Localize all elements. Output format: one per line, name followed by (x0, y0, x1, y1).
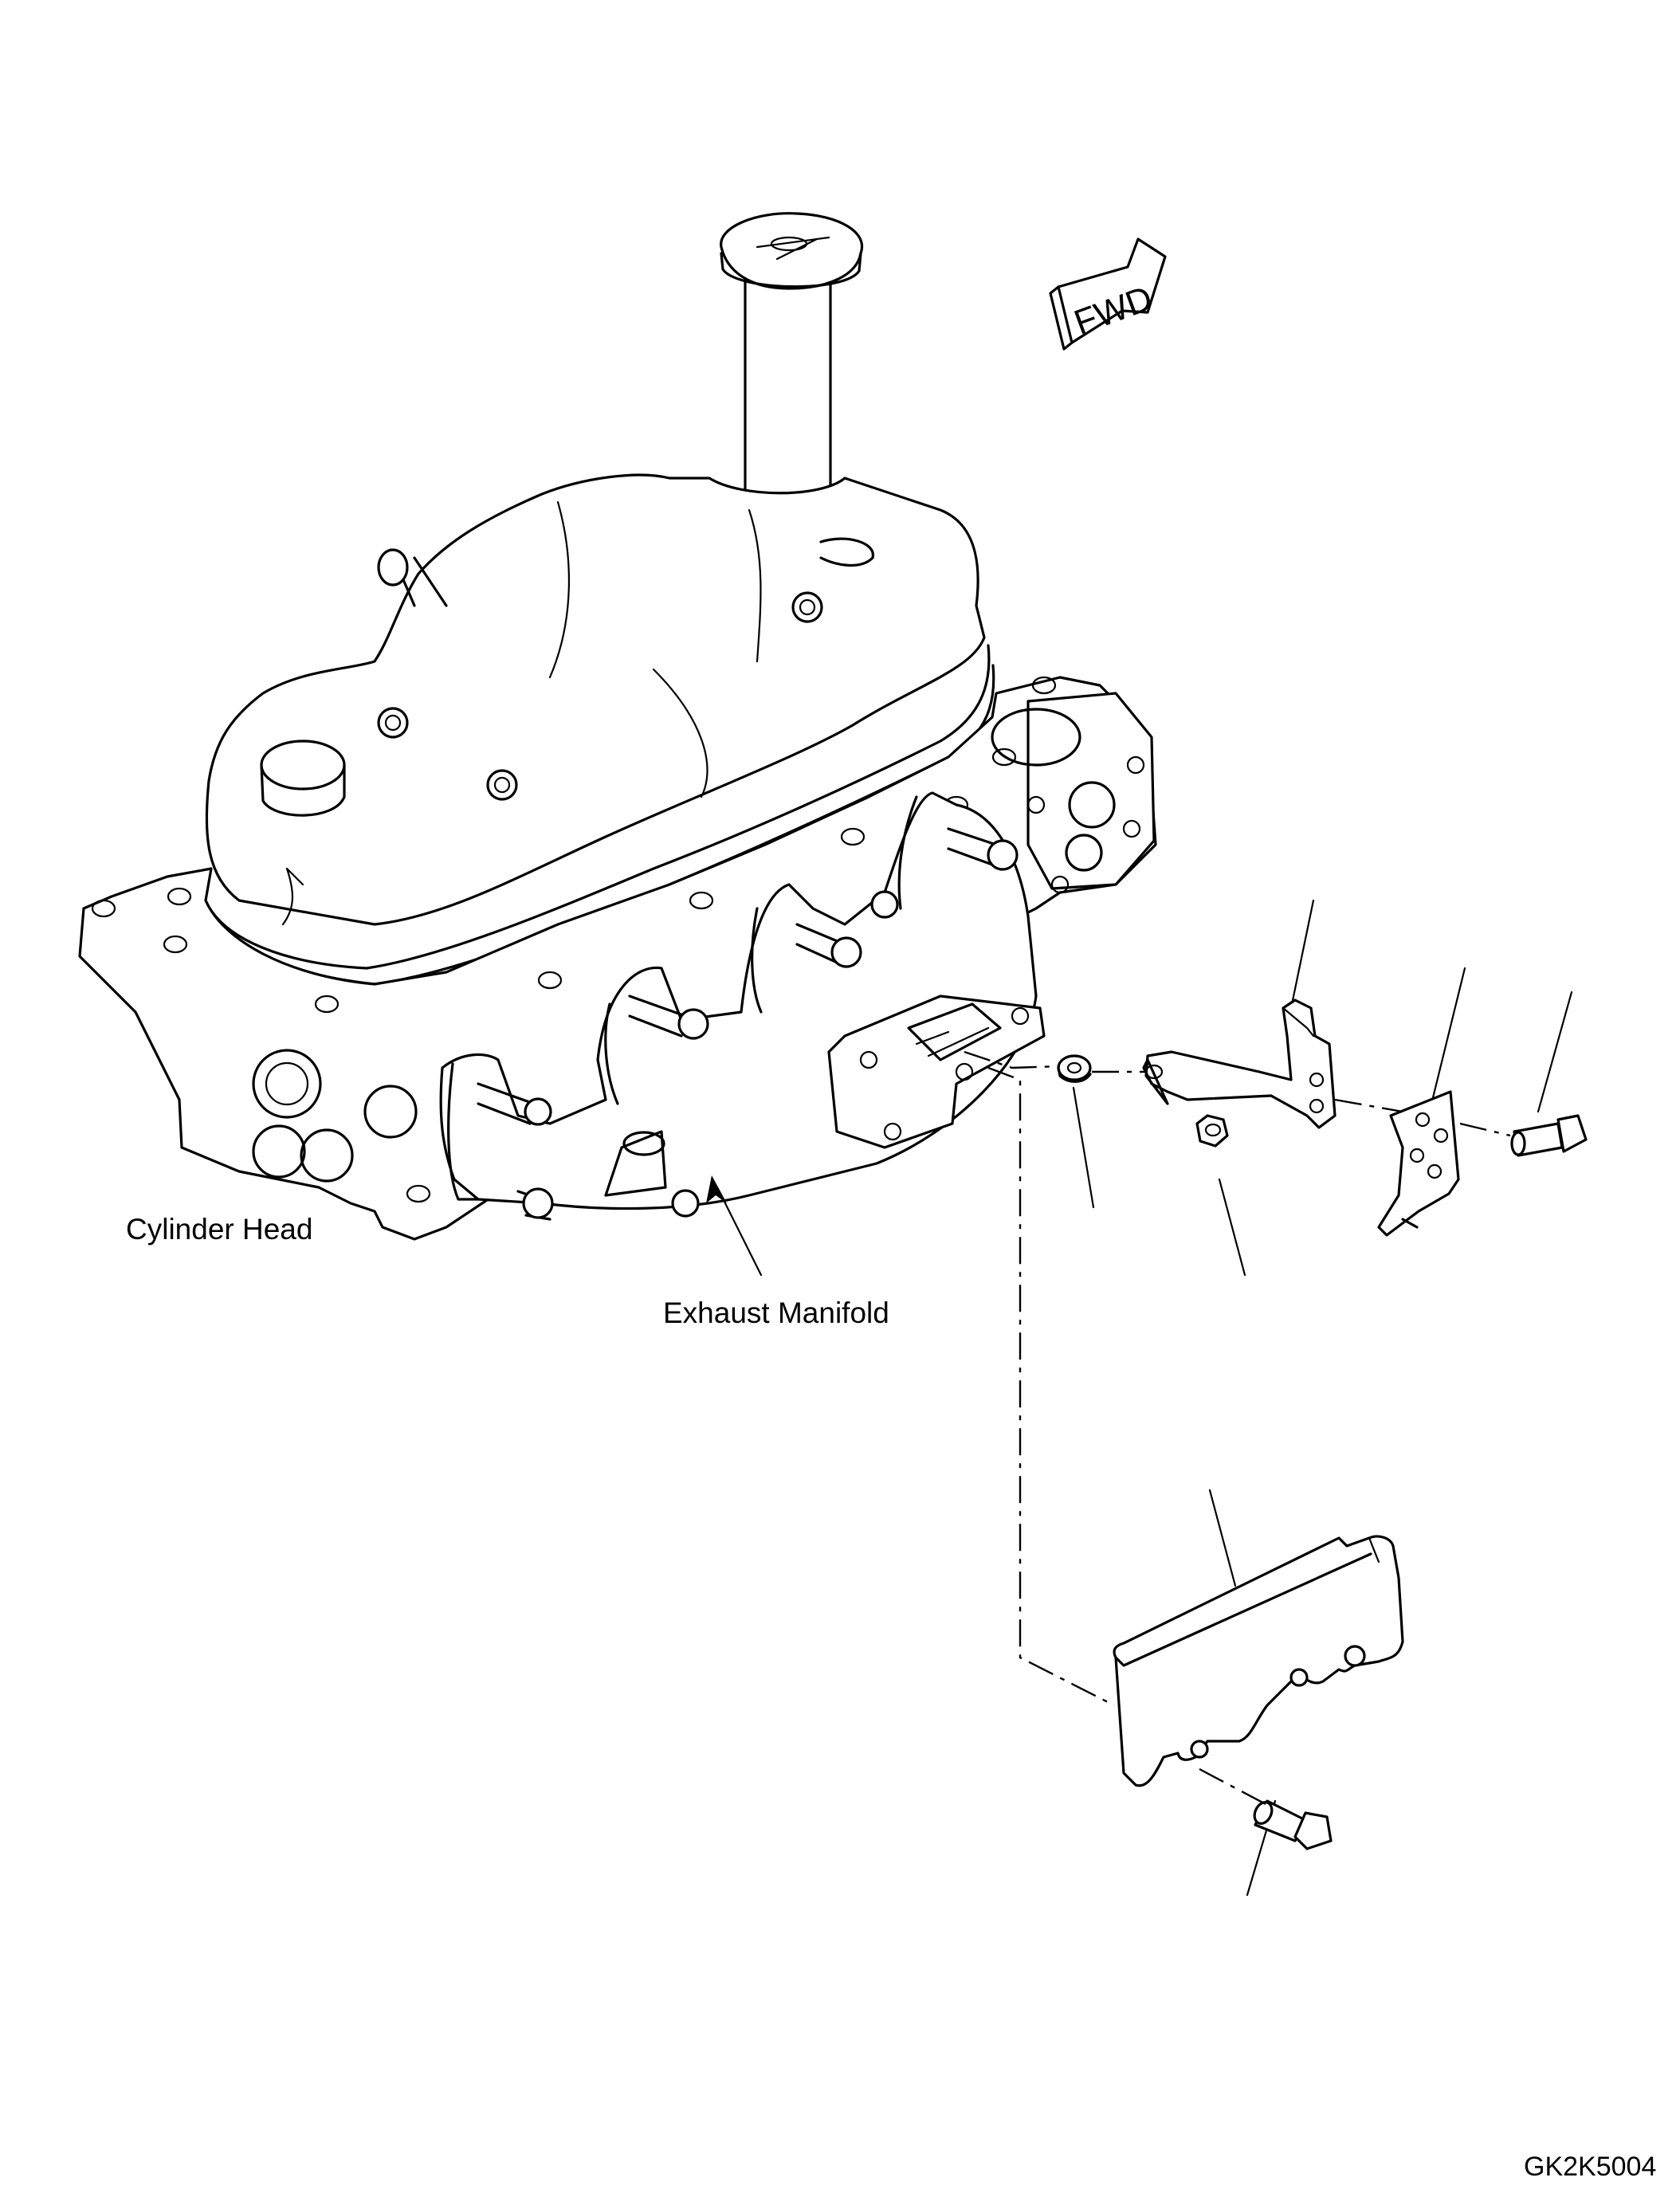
oil-filler-cap (720, 212, 864, 524)
bolt-lower (1253, 1799, 1333, 1850)
assembly-lines (964, 1050, 1511, 1807)
drawing-code: GK2K5004 (1524, 2152, 1657, 2182)
exhaust-manifold (439, 791, 1046, 1221)
fwd-arrow-icon: FWD (1049, 237, 1167, 351)
cylinder-head (78, 676, 1157, 1241)
fwd-label: FWD (1070, 279, 1158, 343)
exhaust-manifold-label: Exhaust Manifold (663, 1297, 889, 1329)
nut (1195, 1114, 1229, 1148)
washer (1057, 1054, 1092, 1083)
bolt-upper (1510, 1114, 1588, 1157)
bracket (1142, 998, 1337, 1129)
cylinder-head-label: Cylinder Head (126, 1213, 313, 1246)
shield-plate-small (1377, 1090, 1460, 1237)
heat-shield-large (1113, 1535, 1404, 1787)
